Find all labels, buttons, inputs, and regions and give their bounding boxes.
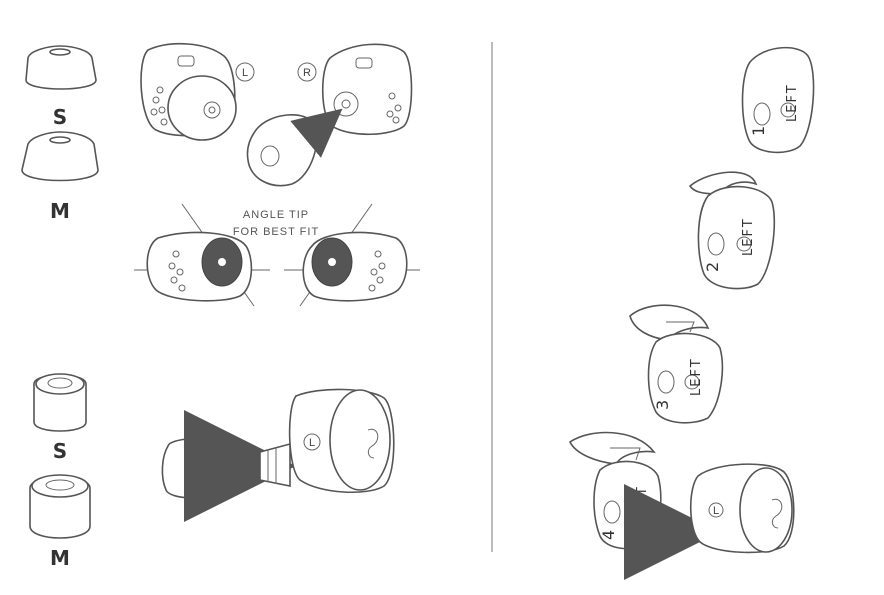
svg-text:L: L <box>713 505 719 517</box>
attach-arrow-icon <box>290 108 343 158</box>
angle-callout-line1: ANGLE TIP <box>243 209 309 221</box>
svg-text:L: L <box>309 437 315 449</box>
angle-tip-left-icon <box>134 203 270 307</box>
fin-step-3-icon <box>629 304 724 424</box>
earbud-side-icon: L <box>288 388 395 494</box>
fin-step-1-side-text: LEFT <box>785 83 800 122</box>
silicone-size-small-label: S <box>53 105 67 129</box>
fin-step-3-side-text: LEFT <box>689 357 704 396</box>
foam-tip-small-icon <box>33 373 87 432</box>
left-marker-icon: L <box>235 62 255 82</box>
silicone-tip-small-icon <box>25 45 97 90</box>
fin-step-3-number: 3 <box>653 400 672 410</box>
angle-tip-right-icon <box>284 203 420 307</box>
fin-step-2-number: 2 <box>703 262 722 272</box>
earbud-nozzle-icon <box>259 442 291 487</box>
silicone-size-medium-label: M <box>50 199 70 223</box>
fin-step-1-icon <box>741 46 815 154</box>
foam-size-medium-label: M <box>50 546 70 570</box>
right-marker-icon: R <box>297 62 317 82</box>
foam-tip-attach-icon <box>161 437 215 499</box>
earbud-left-icon <box>140 42 237 141</box>
silicone-tip-medium-icon <box>21 131 99 182</box>
silicone-tip-attach-icon <box>246 114 318 187</box>
fin-step-4-number: 4 <box>599 530 618 540</box>
fin-step-4-side-text: LEFT <box>635 485 650 524</box>
fin-step-2-side-text: LEFT <box>741 217 756 256</box>
foam-tip-medium-icon <box>29 474 91 539</box>
svg-text:R: R <box>303 67 311 79</box>
svg-text:L: L <box>242 67 248 79</box>
fin-step-2-icon <box>688 171 776 290</box>
angle-callout-line2: FOR BEST FIT <box>233 226 319 238</box>
foam-size-small-label: S <box>53 439 67 463</box>
fin-step-4-earbud-icon: L <box>689 463 795 554</box>
earbud-right-icon <box>321 43 413 136</box>
fin-step-1-number: 1 <box>749 126 768 136</box>
